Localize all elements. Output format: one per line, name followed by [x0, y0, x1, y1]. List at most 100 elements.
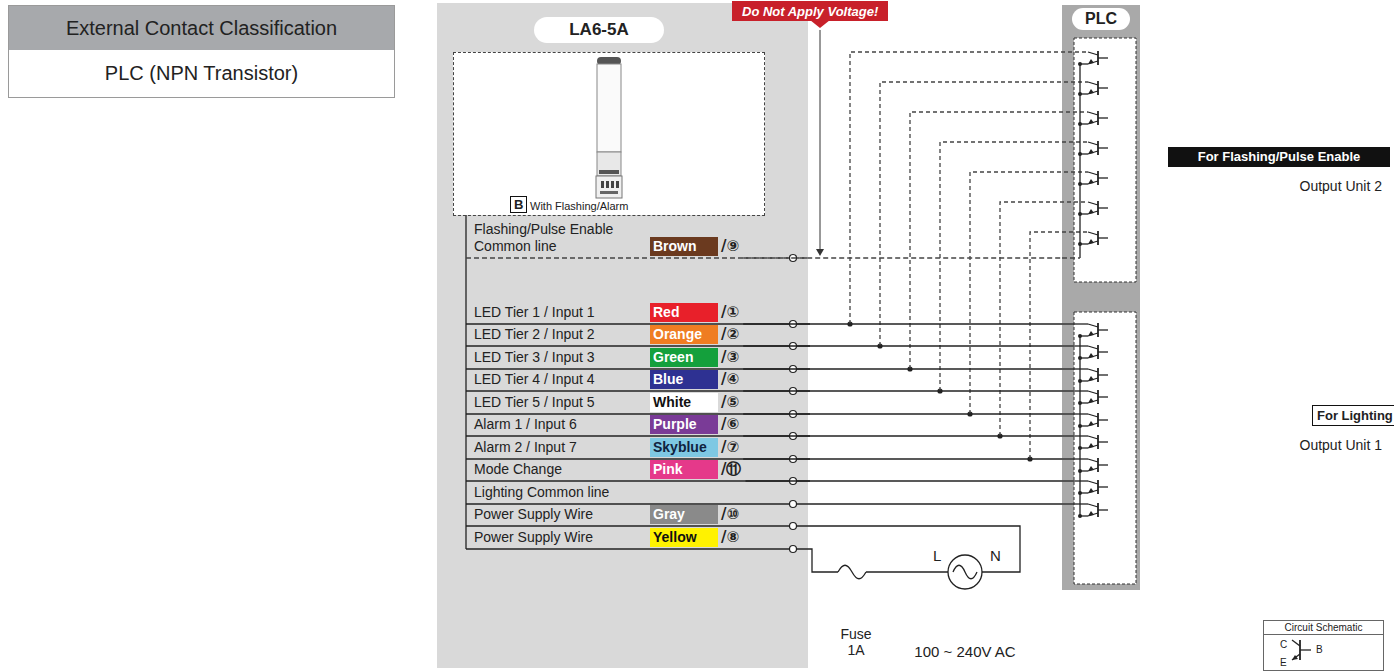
pin-number: /⑨ [718, 237, 739, 256]
emitter-arrow [1088, 511, 1094, 516]
emitter-arrow [1088, 443, 1094, 448]
emitter-arrow [1088, 119, 1094, 124]
wire-color: Yellow [650, 528, 718, 547]
signal-wire [743, 458, 1062, 459]
signal-wire [745, 480, 1062, 481]
lamp-box: BWith Flashing/Alarm [453, 52, 765, 216]
classification-value: PLC (NPN Transistor) [9, 50, 394, 96]
branch-wire [1000, 202, 1088, 436]
unit-title: For Lighting [1317, 408, 1393, 423]
emitter-arrow [1088, 209, 1094, 214]
pin-number: /⑩ [718, 505, 739, 524]
transistor-base [1098, 419, 1108, 420]
emitter-arrow [1088, 466, 1094, 471]
wire-name: Power Supply Wire [474, 506, 593, 523]
lamp-box-ground [453, 52, 765, 215]
terminal-letter: E [1280, 656, 1287, 669]
supply-voltage: 100 ~ 240V AC [895, 643, 1035, 660]
panel-ground [437, 3, 808, 668]
wire-name: Alarm 2 / Input 7 [474, 439, 577, 456]
wire-color: Orange [650, 325, 718, 344]
branch-wire [940, 142, 1088, 391]
emitter-arrow [1088, 353, 1094, 358]
output-unit-2 [1074, 38, 1136, 282]
wire-name: Alarm 1 / Input 6 [474, 416, 577, 433]
transistor-collector [1088, 481, 1098, 484]
branch-wire [970, 172, 1088, 414]
cable-trunk [465, 215, 466, 549]
lamp-slot [616, 181, 619, 188]
common-wire [1062, 257, 1080, 258]
plc-input-wire [1062, 413, 1088, 414]
emitter-bus-1 [1079, 336, 1080, 516]
power-wire-l [866, 571, 948, 572]
transistor-base [1098, 329, 1108, 330]
terminal [790, 546, 797, 553]
wire-tag: Purple/⑥ [650, 415, 743, 436]
plc-input-wire [1062, 435, 1088, 436]
row-wire [466, 257, 810, 258]
lamp-body [597, 64, 621, 152]
transistor-collector [1088, 172, 1098, 175]
pin-number: /⑥ [718, 415, 739, 434]
lamp-slot [601, 181, 604, 188]
ac-source [948, 555, 982, 589]
branch-wire [850, 52, 1088, 324]
transistor-base [1098, 486, 1108, 487]
wire-name: LED Tier 4 / Input 4 [474, 371, 595, 388]
plc-input-wire [1062, 458, 1088, 459]
pin-number: /⑪ [718, 460, 741, 479]
wire-color: Blue [650, 370, 718, 389]
lamp-foot [600, 191, 618, 194]
unit-title-band: For Flashing/Pulse Enable [1168, 147, 1390, 167]
schematic-arrow [1292, 655, 1298, 660]
branch-wire [910, 112, 1088, 369]
transistor-base [1098, 207, 1108, 208]
plc-input-wire [1062, 480, 1088, 481]
transistor-collector [1088, 82, 1098, 85]
transistor-collector [1088, 414, 1098, 417]
wire-name: LED Tier 2 / Input 2 [474, 326, 595, 343]
wire-name: Flashing/Pulse Enable Common line [474, 221, 624, 255]
type-note: With Flashing/Alarm [530, 199, 628, 214]
terminal-letter: C [1280, 638, 1287, 651]
leader-arrow [816, 249, 824, 256]
emitter-arrow [1088, 398, 1094, 403]
wire-tag: Green/③ [650, 348, 743, 369]
wire-name: Mode Change [474, 461, 562, 478]
plc-input-wire [1062, 390, 1088, 391]
pin-number: /③ [718, 348, 739, 367]
transistor-collector [1088, 142, 1098, 145]
emitter-arrow [1088, 488, 1094, 493]
fuse-rating: Fuse 1A [836, 626, 876, 658]
banner-tab [810, 20, 830, 28]
wire-color: Red [650, 303, 718, 322]
transistor-base [1098, 147, 1108, 148]
lamp-slot [611, 181, 614, 188]
schematic-emitter [1292, 654, 1300, 660]
type-letter: B [510, 196, 527, 213]
wire-tag: Yellow/⑧ [650, 528, 743, 549]
transistor-base [1098, 509, 1108, 510]
signal-wire [743, 323, 1062, 324]
pin-number: /① [718, 303, 739, 322]
plc-name: PLC [1072, 8, 1130, 30]
branch-wire [880, 82, 1088, 346]
lamp-band [599, 170, 619, 174]
schematic-title: Circuit Schematic [1264, 621, 1383, 635]
model-name: LA6-5A [534, 17, 664, 43]
warning-leader [820, 30, 821, 250]
wire-tag: Blue/④ [650, 370, 743, 391]
transistor-collector [1088, 369, 1098, 372]
wire-color: Skyblue [650, 438, 718, 457]
pin-number: /② [718, 325, 739, 344]
lamp-alarm [597, 152, 621, 176]
transistor-collector [1088, 202, 1098, 205]
emitter-arrow [1088, 421, 1094, 426]
wire-name: LED Tier 3 / Input 3 [474, 349, 595, 366]
wire-tag: Pink/⑪ [650, 460, 745, 481]
transistor-collector [1088, 232, 1098, 235]
row-wire [466, 548, 810, 549]
plc-input-wire [1062, 345, 1088, 346]
